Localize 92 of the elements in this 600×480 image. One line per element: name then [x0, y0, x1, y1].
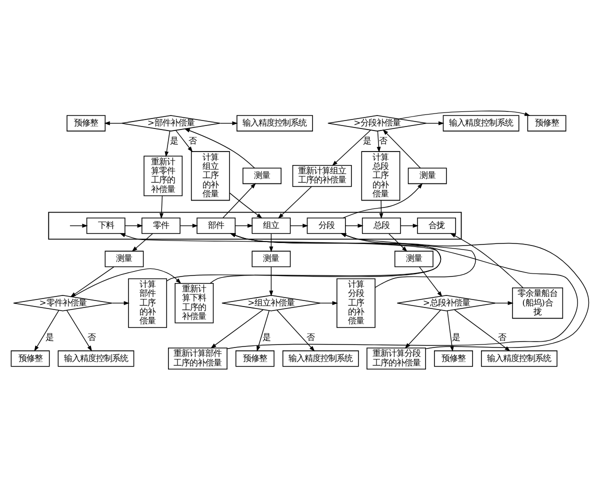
node-box: 计算总段工序的补偿量 — [361, 151, 400, 201]
arrow — [180, 224, 198, 228]
arrow — [342, 183, 423, 218]
node-diamond: >总段补偿量 — [396, 294, 496, 312]
arrow — [226, 233, 578, 350]
arrow — [70, 266, 114, 298]
node-box: 下料 — [86, 218, 126, 234]
node-box: 预修整 — [527, 115, 566, 132]
arrow — [220, 121, 238, 126]
node-box: 零余量船台(船坞)合拢 — [512, 288, 564, 319]
edge-label: 否 — [306, 332, 314, 342]
node-box: 重新计算零件工序的补偿量 — [144, 156, 183, 196]
node-box: 预修整 — [434, 350, 473, 367]
node-box: 组立 — [252, 218, 291, 234]
node-box: 输入精度控制系统 — [236, 115, 313, 132]
node-box: 预修整 — [236, 350, 274, 367]
node-box: 预修整 — [66, 115, 106, 132]
arrow — [112, 301, 130, 306]
arrow — [184, 128, 255, 168]
arrow — [278, 186, 312, 219]
arrow — [72, 268, 182, 298]
arrow — [210, 309, 264, 348]
arrow — [160, 195, 164, 219]
arrow — [234, 224, 254, 228]
arrow — [269, 233, 274, 252]
arrow — [340, 233, 476, 288]
arrow — [419, 266, 442, 297]
node-box: 测量 — [242, 168, 282, 184]
edge-label: 否 — [188, 136, 196, 146]
arrow — [404, 310, 442, 349]
edge-label: 是 — [452, 332, 460, 342]
node-box: 计算部件工序的补偿量 — [128, 278, 168, 328]
arrow — [382, 129, 421, 168]
arrow — [34, 310, 60, 352]
node-diamond: >组立补偿量 — [222, 294, 321, 312]
arrow — [124, 224, 143, 228]
arrow — [332, 130, 371, 166]
node-box: 合拢 — [417, 218, 456, 234]
arrow — [70, 224, 88, 228]
arrow — [398, 110, 530, 120]
node-box: 重新计算下料工序的补偿量 — [174, 282, 214, 324]
edge-label: 否 — [379, 136, 388, 146]
node-box: 零件 — [142, 218, 180, 234]
arrow — [164, 130, 170, 158]
arrow — [222, 183, 256, 218]
node-box: 测量 — [104, 250, 144, 268]
arrow — [495, 301, 514, 306]
arrow — [379, 200, 384, 219]
arrow — [450, 233, 524, 288]
edge-label: 否 — [87, 332, 96, 342]
arrow — [320, 301, 338, 306]
node-box: 部件 — [196, 218, 236, 234]
node-box: 预修整 — [10, 350, 50, 367]
arrow — [104, 121, 122, 126]
node-box: 重新计算部件工序的补偿量 — [168, 348, 228, 370]
edge-label: 是 — [362, 136, 371, 146]
node-box: 输入精度控制系统 — [282, 350, 359, 367]
node-box: 测量 — [408, 168, 447, 184]
arrow — [229, 192, 262, 218]
node-box: 总段 — [362, 218, 401, 234]
arrow — [454, 309, 510, 352]
arrow — [376, 130, 381, 153]
arrow — [340, 233, 590, 350]
node-box: 测量 — [252, 250, 291, 268]
arrow — [166, 233, 442, 282]
node-box: 重新计算分段工序的补偿量 — [366, 348, 426, 370]
arrow — [400, 224, 419, 228]
node-box: 计算组立工序的补偿量 — [190, 151, 230, 201]
edge-label: 是 — [170, 136, 178, 146]
node-box: 输入精度控制系统 — [58, 350, 134, 367]
node-box: 测量 — [394, 250, 434, 268]
node-diamond: >分段补偿量 — [328, 115, 427, 132]
arrow — [345, 224, 364, 228]
edge-label: 是 — [46, 332, 54, 342]
node-box: 重新计算组立工序的补偿量 — [292, 164, 352, 187]
arrow — [426, 121, 444, 126]
node-box: 分段 — [306, 218, 346, 234]
arrow — [388, 233, 408, 252]
edge-label: 是 — [262, 332, 271, 342]
node-diamond: >零件补偿量 — [13, 294, 112, 312]
node-box: 输入精度控制系统 — [442, 115, 520, 132]
arrow — [176, 130, 193, 152]
arrow — [132, 233, 153, 252]
arrow — [120, 233, 442, 284]
arrow — [290, 224, 308, 228]
arrow — [276, 310, 315, 352]
node-box: 计算分段工序的补偿量 — [336, 278, 376, 328]
arrow — [256, 310, 270, 352]
edge-label: 否 — [498, 332, 506, 342]
arrow — [66, 310, 92, 352]
arrow — [269, 266, 274, 296]
node-box: 输入精度控制系统 — [481, 350, 558, 367]
